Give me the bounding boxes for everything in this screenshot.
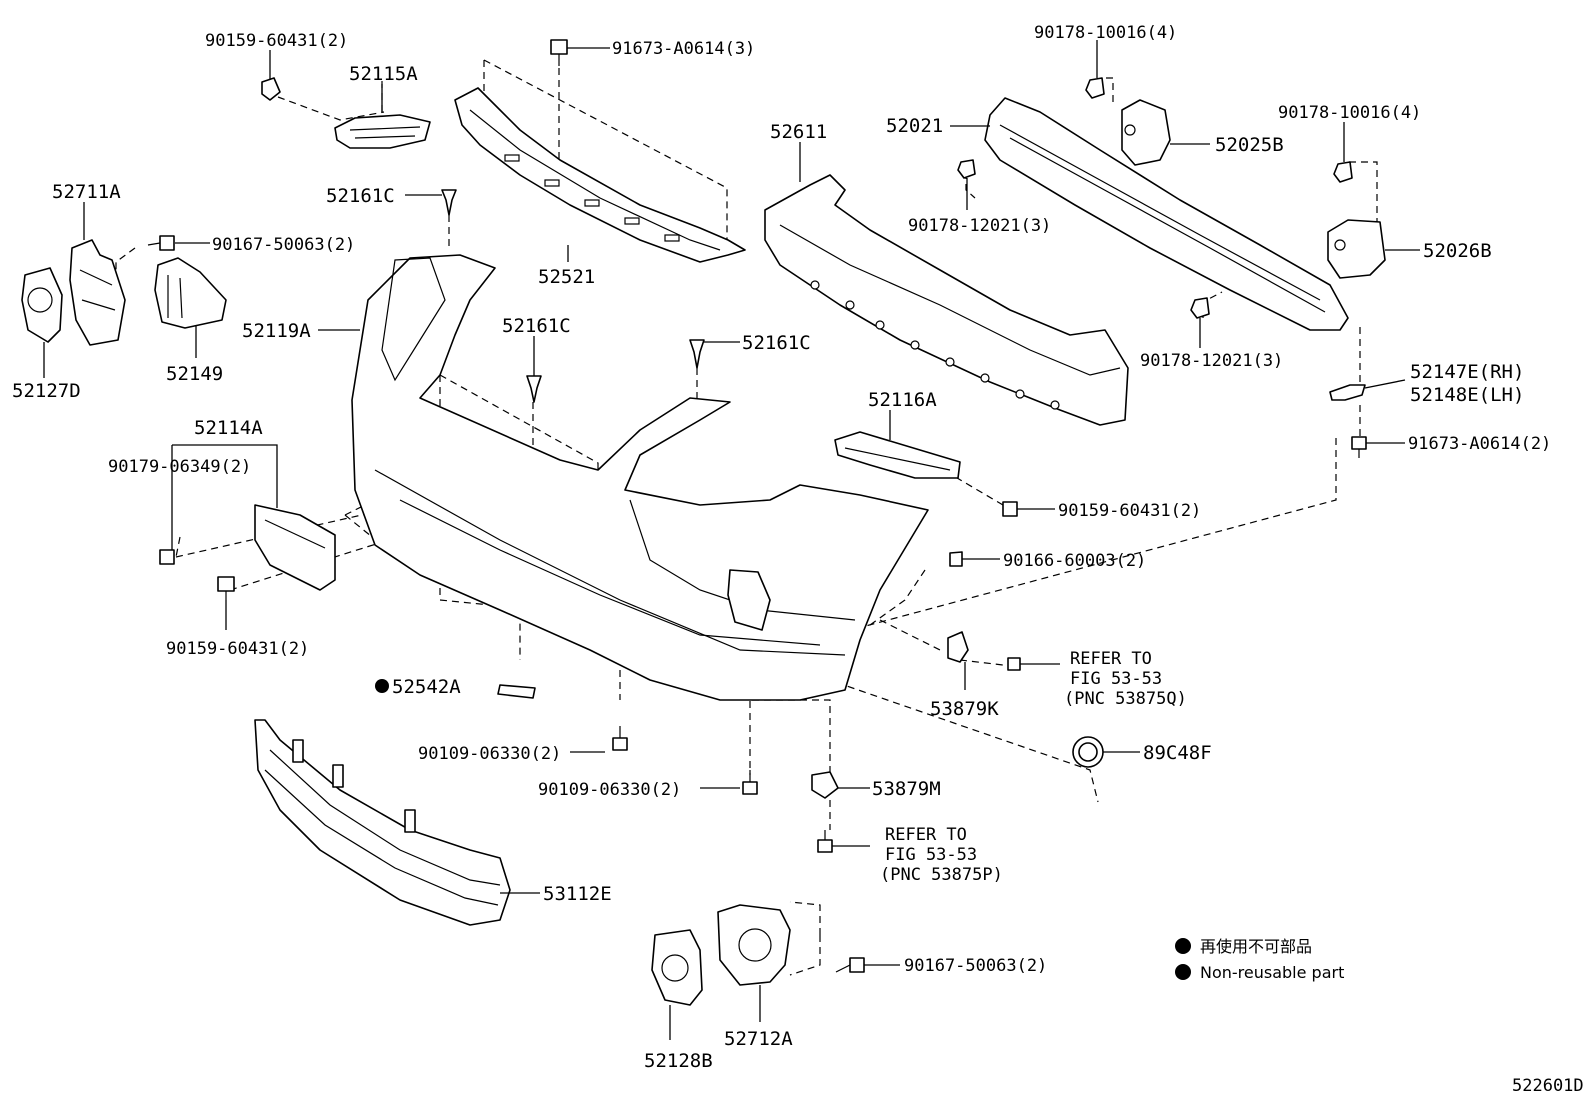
label-52611: 52611 [770, 121, 827, 143]
refer-q-line1: REFER TO [1070, 649, 1152, 669]
part-52116A-bracket [834, 431, 961, 479]
label-90109-a: 90109-06330(2) [418, 744, 561, 764]
label-52128B: 52128B [644, 1050, 713, 1072]
legend-bullet-en [1175, 964, 1191, 980]
legend-text-jp: 再使用不可部品 [1200, 937, 1312, 956]
label-52149: 52149 [166, 363, 223, 385]
part-52114A-plate-bracket [254, 504, 336, 591]
part-labels: 90159-60431(2) 52115A 91673-A0614(3) 901… [12, 23, 1551, 1072]
label-52114A: 52114A [194, 417, 263, 439]
part-52712A-bracket [717, 904, 791, 986]
label-53879M: 53879M [872, 778, 941, 800]
refer-fig-53875P: REFER TO FIG 53-53 (PNC 53875P) [880, 825, 1003, 885]
legend: 再使用不可部品 Non-reusable part [1175, 937, 1344, 982]
non-reusable-marker [375, 679, 389, 693]
label-90167-bottom: 90167-50063(2) [904, 956, 1047, 976]
label-90159-top: 90159-60431(2) [205, 31, 348, 51]
legend-bullet-jp [1175, 938, 1191, 954]
part-52127D-cover [21, 267, 63, 343]
label-90178-10016-a: 90178-10016(4) [1034, 23, 1177, 43]
legend-text-en: Non-reusable part [1200, 963, 1344, 982]
part-52542A-label [497, 684, 536, 699]
part-52149-duct [154, 257, 227, 329]
label-52712A: 52712A [724, 1028, 793, 1050]
label-52161C-c: 52161C [742, 332, 811, 354]
part-52115A-bracket [334, 114, 431, 149]
label-53112E: 53112E [543, 883, 612, 905]
label-52115A: 52115A [349, 63, 418, 85]
label-52021: 52021 [886, 115, 943, 137]
label-91673-right: 91673-A0614(2) [1408, 434, 1551, 454]
leader-lines [43, 40, 1420, 1040]
label-52521: 52521 [538, 266, 595, 288]
diagram-id: 522601D [1512, 1076, 1584, 1096]
refer-p-line2: FIG 53-53 [885, 845, 977, 865]
part-52021-beam [984, 97, 1349, 331]
label-90179: 90179-06349(2) [108, 457, 251, 477]
part-89C48F-sensor [1072, 736, 1104, 768]
label-90178-12021-a: 90178-12021(3) [908, 216, 1051, 236]
part-53112E-grille [254, 719, 511, 926]
label-52147E: 52147E(RH) [1410, 361, 1524, 383]
label-53879K: 53879K [930, 698, 999, 720]
label-52148E: 52148E(LH) [1410, 384, 1524, 406]
part-52026B-bracket [1327, 219, 1386, 279]
label-52127D: 52127D [12, 380, 81, 402]
label-52711A: 52711A [52, 181, 121, 203]
label-90178-12021-b: 90178-12021(3) [1140, 351, 1283, 371]
label-52116A: 52116A [868, 389, 937, 411]
label-90167-left: 90167-50063(2) [212, 235, 355, 255]
label-52161C-a: 52161C [326, 185, 395, 207]
label-90109-b: 90109-06330(2) [538, 780, 681, 800]
part-53879M-clip [811, 771, 839, 799]
label-89C48F: 89C48F [1143, 742, 1212, 764]
part-52147E-bracket [1329, 384, 1366, 401]
part-52711A-bracket [69, 239, 126, 346]
refer-q-line2: FIG 53-53 [1070, 669, 1162, 689]
part-52611-absorber [764, 174, 1129, 426]
refer-p-line1: REFER TO [885, 825, 967, 845]
label-90166: 90166-60003(2) [1003, 551, 1146, 571]
label-90159-bottom: 90159-60431(2) [166, 639, 309, 659]
label-52161C-b: 52161C [502, 315, 571, 337]
refer-p-line3: (PNC 53875P) [880, 865, 1003, 885]
label-52542A: 52542A [392, 676, 461, 698]
refer-fig-53875Q: REFER TO FIG 53-53 (PNC 53875Q) [1064, 649, 1187, 709]
part-53879K-clip [947, 631, 969, 663]
part-52128B-cover [651, 929, 703, 1006]
label-52025B: 52025B [1215, 134, 1284, 156]
label-52119A: 52119A [242, 320, 311, 342]
label-91673-top: 91673-A0614(3) [612, 39, 755, 59]
label-90159-mid: 90159-60431(2) [1058, 501, 1201, 521]
label-90178-10016-b: 90178-10016(4) [1278, 103, 1421, 123]
part-52119A-bumper-cover [351, 254, 929, 701]
part-52025B-bracket [1121, 99, 1171, 166]
part-52521-reinforcement [454, 87, 746, 263]
fasteners [147, 39, 1367, 973]
refer-q-line3: (PNC 53875Q) [1064, 689, 1187, 709]
label-52026B: 52026B [1423, 240, 1492, 262]
